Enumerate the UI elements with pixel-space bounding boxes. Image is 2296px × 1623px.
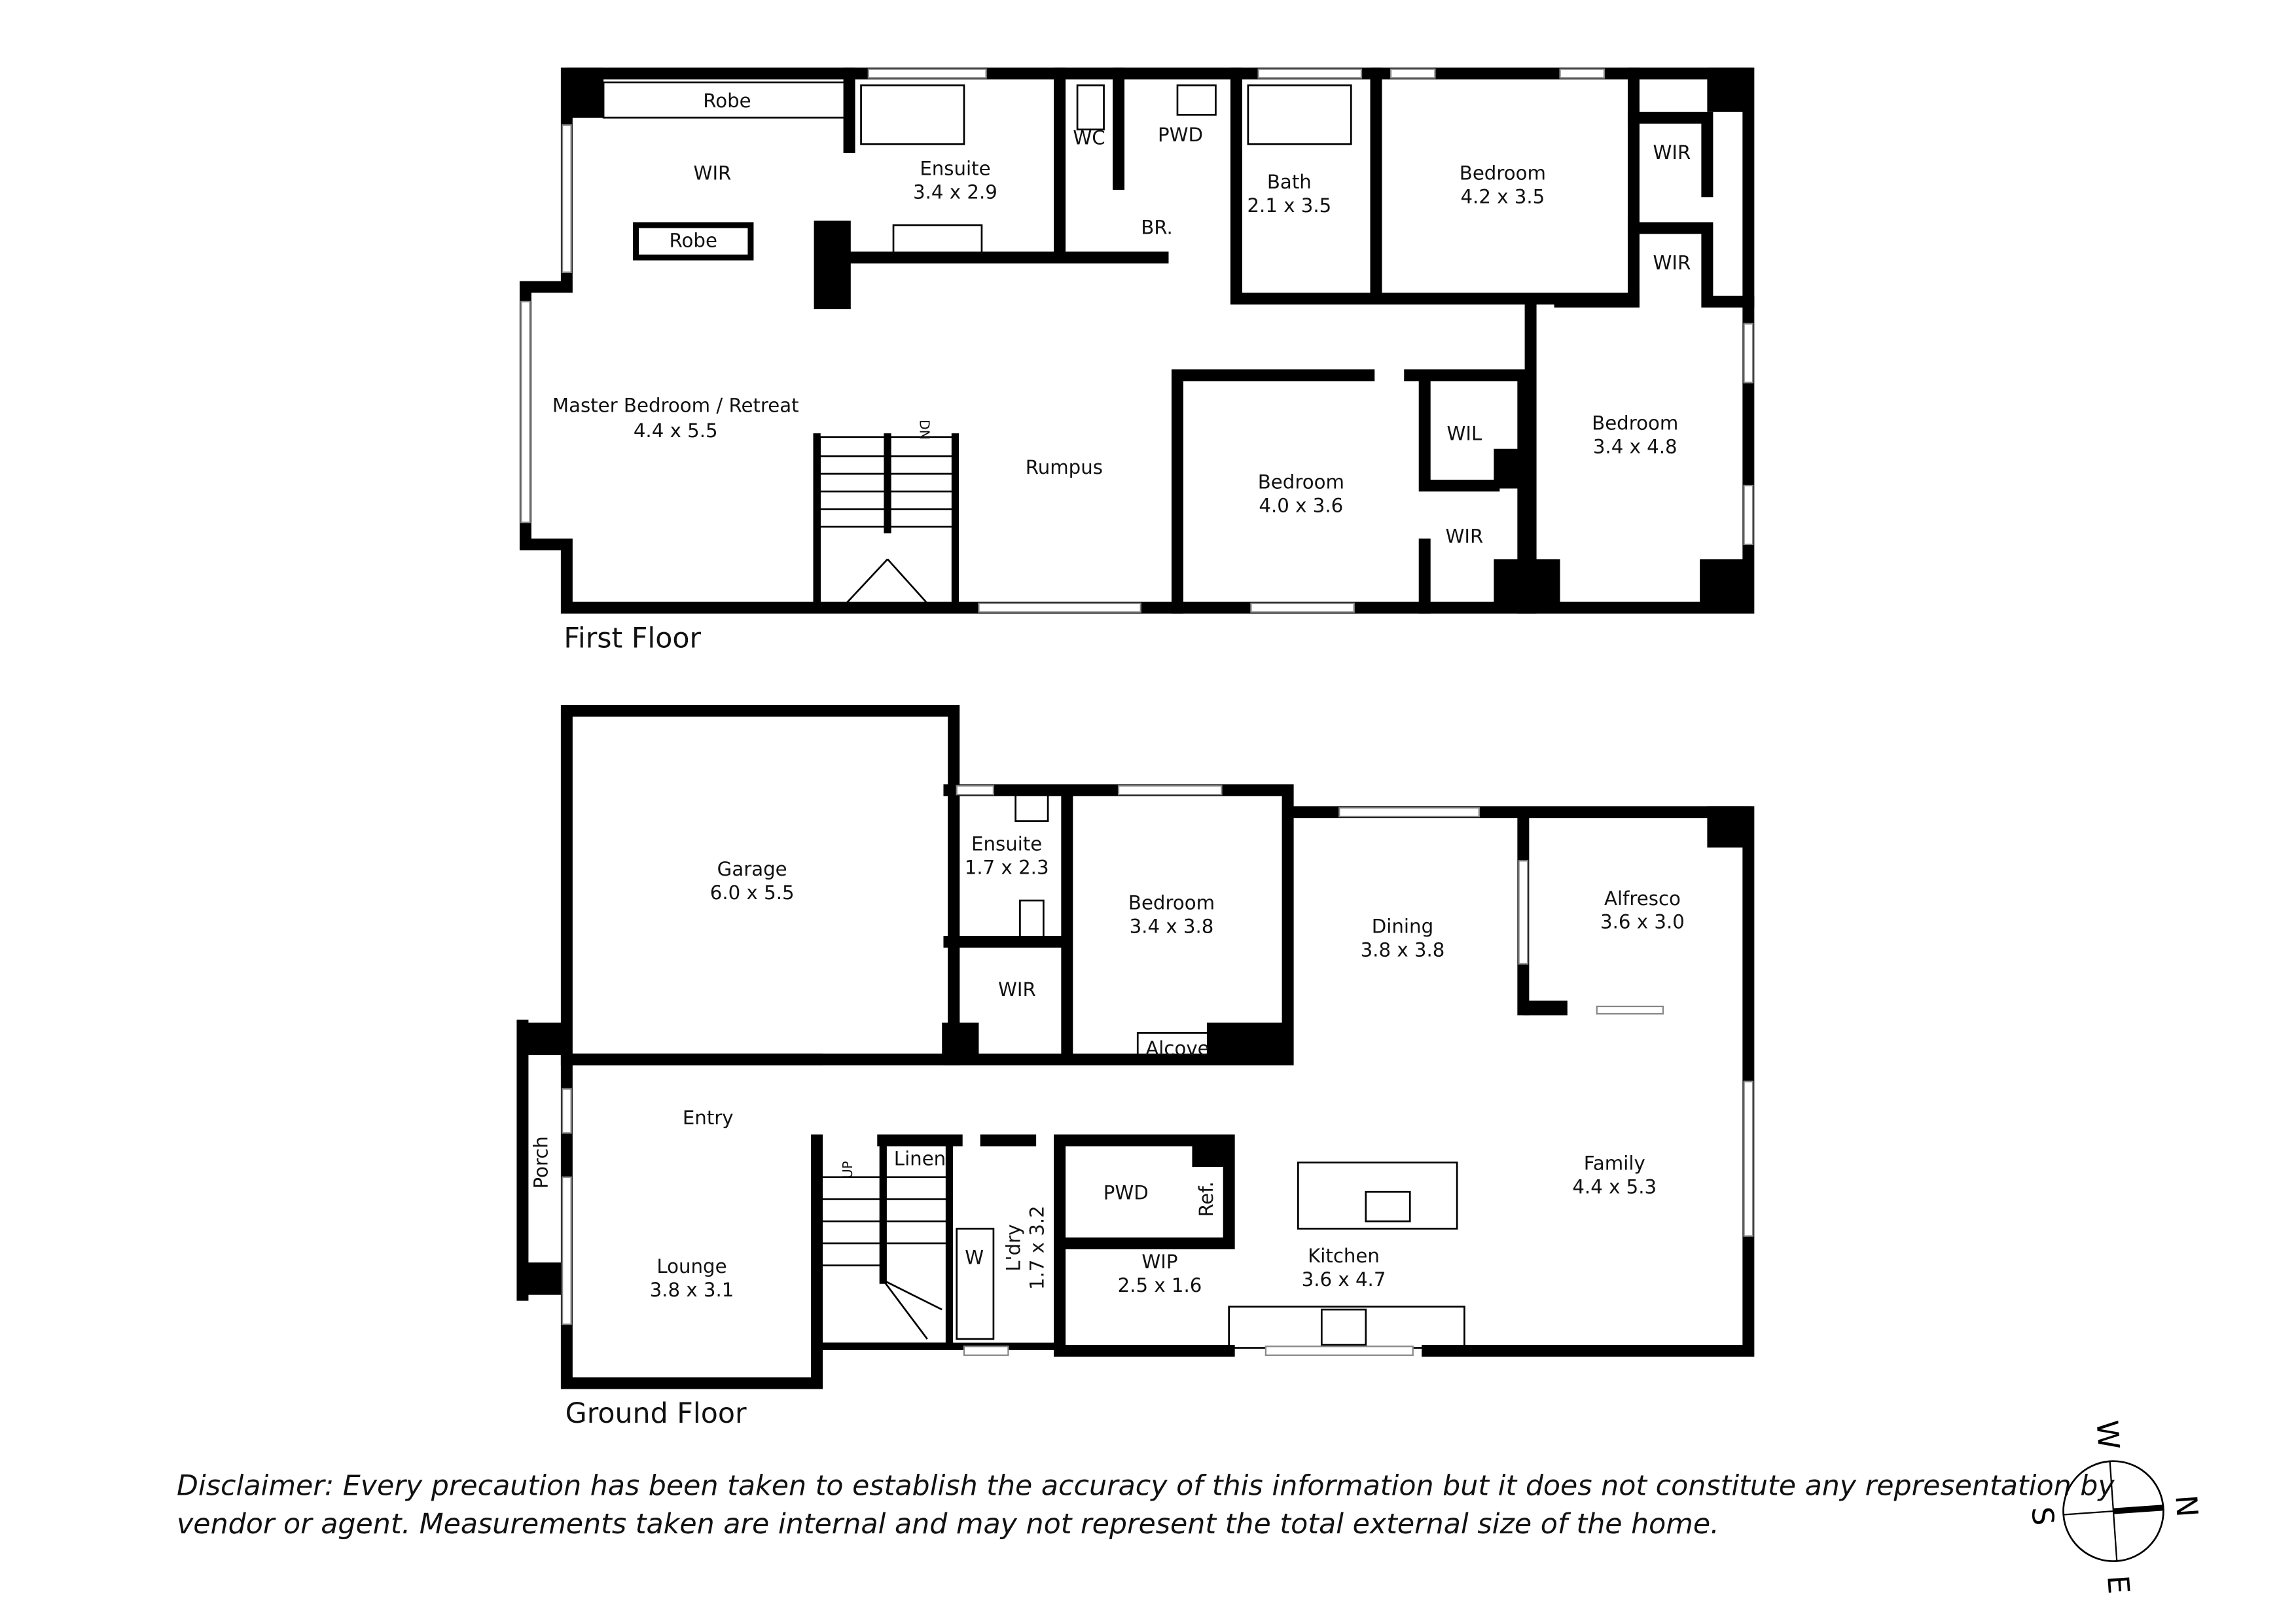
floor-title: Ground Floor [565, 1397, 747, 1430]
room-label: WC [1073, 126, 1105, 149]
room-size: 3.6 x 4.7 [1302, 1268, 1386, 1291]
room-label: WIL [1447, 422, 1483, 444]
room-label: PWD [1158, 124, 1203, 146]
room-size: 2.1 x 3.5 [1247, 194, 1331, 217]
room-label: L'dry [1002, 1224, 1024, 1272]
disclaimer-line-1: Disclaimer: Every precaution has been ta… [177, 1469, 2115, 1502]
room-label: Alfresco [1604, 887, 1681, 910]
room-label: Ensuite [971, 833, 1042, 855]
room-label: Kitchen [1308, 1245, 1380, 1267]
room-label: Bath [1267, 171, 1312, 193]
room-label: W [965, 1246, 984, 1268]
room-label: Lounge [656, 1255, 726, 1277]
room-size: 4.4 x 5.3 [1572, 1175, 1657, 1198]
staircase-first-floor: DN [813, 419, 960, 612]
room-label: WIR [1653, 251, 1691, 274]
room-size: 3.6 x 3.0 [1600, 911, 1685, 933]
room-label: Linen [894, 1148, 946, 1170]
room-label: WIR [1446, 526, 1484, 548]
room-label: Dining [1372, 915, 1433, 937]
stair-label: DN [916, 419, 932, 440]
compass-s: S [2025, 1506, 2061, 1527]
room-size: 3.8 x 3.8 [1361, 938, 1445, 961]
room-size: 3.4 x 3.8 [1130, 915, 1214, 937]
staircase-ground-floor: UP [813, 1136, 1064, 1350]
room-size: 1.7 x 3.2 [1026, 1205, 1048, 1290]
room-label: Bedroom [1128, 892, 1215, 914]
disclaimer-line-2: vendor or agent. Measurements taken are … [177, 1508, 1719, 1541]
room-size: 4.0 x 3.6 [1259, 494, 1343, 516]
room-size: 4.2 x 3.5 [1460, 185, 1545, 207]
room-label: Ensuite [920, 158, 990, 180]
room-size: 3.8 x 3.1 [650, 1279, 734, 1301]
room-size: 4.4 x 5.5 [634, 419, 718, 442]
room-label: Rumpus [1026, 456, 1103, 478]
room-label: BR. [1141, 216, 1173, 238]
ground-floor-plan: UP Garage 6.0 x 5.5 Ensuite 1.7 x 2.3 Be… [516, 704, 1755, 1430]
room-label: Porch [530, 1136, 552, 1188]
room-label: PWD [1103, 1181, 1149, 1204]
room-size: 3.4 x 4.8 [1593, 436, 1677, 458]
room-label: WIR [694, 162, 732, 184]
stair-label: UP [840, 1161, 855, 1179]
room-label: Bedroom [1460, 162, 1546, 184]
compass-e: E [2100, 1574, 2136, 1595]
room-size: 2.5 x 1.6 [1118, 1274, 1202, 1296]
compass-w: W [2090, 1419, 2126, 1450]
compass-icon: N S W E [2025, 1419, 2205, 1595]
room-label: Ref. [1195, 1181, 1217, 1217]
room-label: Robe [670, 230, 717, 252]
room-label: Robe [703, 90, 751, 112]
room-label: Bedroom [1258, 471, 1344, 493]
compass-n: N [2168, 1494, 2204, 1518]
room-size: 6.0 x 5.5 [710, 882, 795, 904]
first-floor-plan: DN Robe WIR Robe Ensuite 3.4 x 2.9 WC PW… [519, 67, 1755, 654]
room-label: Alcove [1145, 1037, 1209, 1060]
room-label: WIP [1141, 1251, 1177, 1273]
room-label: WIR [998, 978, 1036, 1001]
room-label: Family [1584, 1152, 1645, 1174]
room-label: WIR [1653, 141, 1691, 164]
room-label: Garage [717, 858, 787, 880]
room-label: Master Bedroom / Retreat [552, 395, 799, 417]
room-size: 1.7 x 2.3 [965, 857, 1049, 879]
room-label: Entry [683, 1107, 734, 1129]
floor-title: First Floor [564, 622, 701, 654]
room-size: 3.4 x 2.9 [913, 181, 997, 204]
room-label: Bedroom [1592, 412, 1678, 435]
